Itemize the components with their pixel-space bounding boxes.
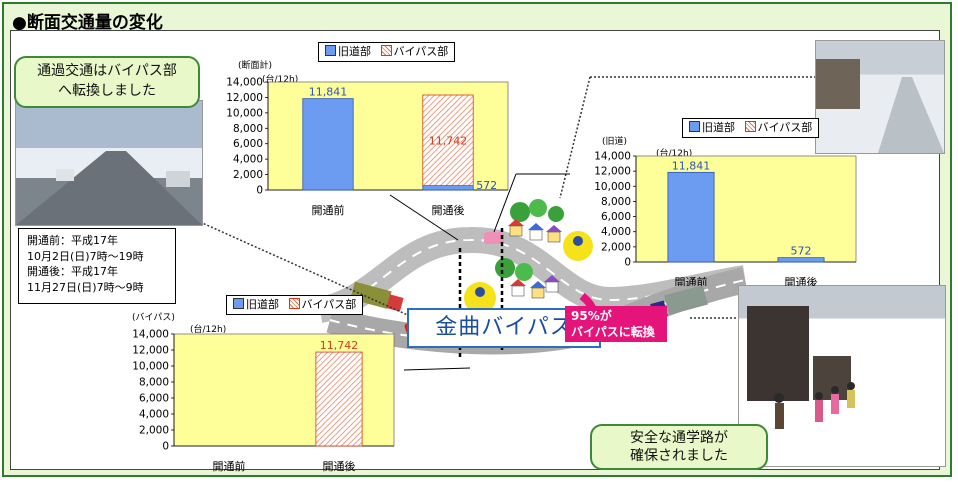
panel-label-old: (旧道) bbox=[602, 137, 628, 147]
y-tick-label: 12,000 bbox=[226, 92, 263, 104]
callout-school-line1: 安全な通学路が bbox=[630, 430, 728, 446]
x-tick-label: 開通前 bbox=[675, 275, 708, 286]
data-label: 11,841 bbox=[309, 86, 348, 99]
survey-line: 10月2日(日)7時～19時 bbox=[27, 249, 144, 263]
bar-old-road bbox=[302, 98, 354, 191]
y-tick-label: 10,000 bbox=[594, 181, 631, 193]
bypass-centerline bbox=[329, 279, 746, 343]
data-label: 11,742 bbox=[320, 339, 359, 352]
shift-note-line1: 95%が bbox=[571, 309, 612, 323]
bar-old-road bbox=[667, 171, 715, 263]
connector-total bbox=[389, 194, 459, 241]
chart-bypass: 0 2,000 4,000 6,000 8,000 10,000 12,000 14,000 開… bbox=[132, 329, 395, 473]
legend-label-bypass: バイパス部 bbox=[301, 298, 357, 311]
photo-bypass-road bbox=[15, 100, 203, 226]
bar-bypass bbox=[315, 351, 363, 447]
callout-transfer: 通過交通はバイパス部 へ転換しました bbox=[14, 56, 200, 108]
y-tick-label: 4,000 bbox=[601, 226, 631, 238]
legend-swatch-old bbox=[689, 121, 700, 132]
unit-label-total: (台/12h) bbox=[262, 75, 299, 85]
connector-bypass bbox=[403, 367, 471, 371]
y-tick-label: 14,000 bbox=[132, 329, 169, 341]
legend-swatch-old bbox=[233, 298, 244, 309]
y-tick-label: 10,000 bbox=[226, 107, 263, 119]
y-tick-label: 14,000 bbox=[594, 151, 631, 163]
village-upper bbox=[508, 199, 564, 243]
y-tick-label: 0 bbox=[256, 185, 263, 197]
y-tick-label: 12,000 bbox=[594, 166, 631, 178]
pedestrian-bubble-lower bbox=[464, 282, 496, 314]
y-tick-label: 2,000 bbox=[233, 169, 263, 181]
y-tick-label: 8,000 bbox=[233, 123, 263, 135]
y-tick-label: 14,000 bbox=[226, 77, 263, 89]
legend-bypass: 旧道部 バイパス部 bbox=[226, 295, 364, 315]
callout-transfer-line1: 通過交通はバイパス部 bbox=[37, 63, 177, 79]
x-tick-label: 開通前 bbox=[312, 203, 345, 216]
y-tick-label: 6,000 bbox=[601, 211, 631, 223]
data-label: 11,742 bbox=[429, 134, 468, 147]
legend-old: 旧道部 バイパス部 bbox=[682, 118, 820, 138]
chart-old: 0 2,000 4,000 6,000 8,000 10,000 12,000 14,000 1… bbox=[594, 151, 857, 286]
survey-line: 開通後：平成17年 bbox=[27, 265, 118, 278]
legend-swatch-bypass bbox=[288, 298, 300, 309]
bar-old-road bbox=[777, 257, 825, 263]
data-label: 11,841 bbox=[672, 159, 711, 172]
y-tick-label: 6,000 bbox=[233, 138, 263, 150]
callout-school: 安全な通学路が 確保されました bbox=[590, 424, 768, 470]
photo-school-route bbox=[738, 285, 946, 467]
y-tick-label: 2,000 bbox=[601, 241, 631, 253]
y-tick-label: 12,000 bbox=[132, 345, 169, 357]
y-tick-label: 2,000 bbox=[139, 425, 169, 437]
legend-label-bypass: バイパス部 bbox=[393, 45, 449, 58]
y-tick-label: 8,000 bbox=[139, 377, 169, 389]
y-tick-label: 4,000 bbox=[139, 409, 169, 421]
survey-date-box: 開通前：平成17年 10月2日(日)7時～19時 開通後：平成17年 11月27… bbox=[18, 228, 176, 304]
survey-line: 開通前：平成17年 bbox=[27, 234, 118, 247]
shift-note-line2: バイパスに転換 bbox=[571, 325, 655, 339]
unit-label-bypass: (台/12h) bbox=[190, 325, 227, 335]
bar-old-road bbox=[422, 185, 474, 191]
legend-label-old: 旧道部 bbox=[246, 298, 279, 311]
bar-bypass bbox=[422, 94, 474, 186]
survey-line: 11月27日(日)7時～9時 bbox=[27, 280, 144, 294]
photo-old-road bbox=[815, 40, 945, 154]
y-tick-label: 4,000 bbox=[233, 154, 263, 166]
legend-swatch-old bbox=[325, 45, 336, 56]
data-label: 572 bbox=[791, 245, 812, 258]
data-label: 572 bbox=[476, 179, 497, 192]
car-pink-icon bbox=[484, 232, 504, 244]
legend-swatch-bypass bbox=[380, 45, 392, 56]
x-tick-label: 開通後 bbox=[432, 203, 465, 216]
x-tick-label: 開通後 bbox=[785, 275, 818, 286]
y-tick-label: 0 bbox=[162, 441, 169, 453]
shift-note: 95%が バイパスに転換 bbox=[565, 306, 667, 342]
x-tick-label: 開通後 bbox=[323, 459, 356, 473]
y-tick-label: 8,000 bbox=[601, 196, 631, 208]
panel-label-bypass: (バイパス) bbox=[132, 313, 175, 323]
y-tick-label: 6,000 bbox=[139, 393, 169, 405]
chart-total: 0 2,000 4,000 6,000 8,000 10,000 12,000 14,000 1… bbox=[226, 77, 509, 216]
page-title: ●断面交通量の変化 bbox=[12, 13, 163, 33]
x-tick-label: 開通前 bbox=[213, 459, 246, 473]
unit-label-old: (台/12h) bbox=[656, 149, 693, 159]
y-tick-label: 0 bbox=[624, 257, 631, 269]
y-tick-label: 10,000 bbox=[132, 361, 169, 373]
callout-school-line2: 確保されました bbox=[630, 448, 728, 464]
callout-transfer-line2: へ転換しました bbox=[58, 83, 156, 99]
panel-label-total: (断面計) bbox=[238, 61, 273, 71]
legend-total: 旧道部 バイパス部 bbox=[318, 42, 456, 62]
legend-label-old: 旧道部 bbox=[338, 45, 371, 58]
legend-swatch-bypass bbox=[744, 121, 756, 132]
village-lower bbox=[495, 258, 560, 299]
legend-label-bypass: バイパス部 bbox=[757, 121, 813, 134]
legend-label-old: 旧道部 bbox=[702, 121, 735, 134]
